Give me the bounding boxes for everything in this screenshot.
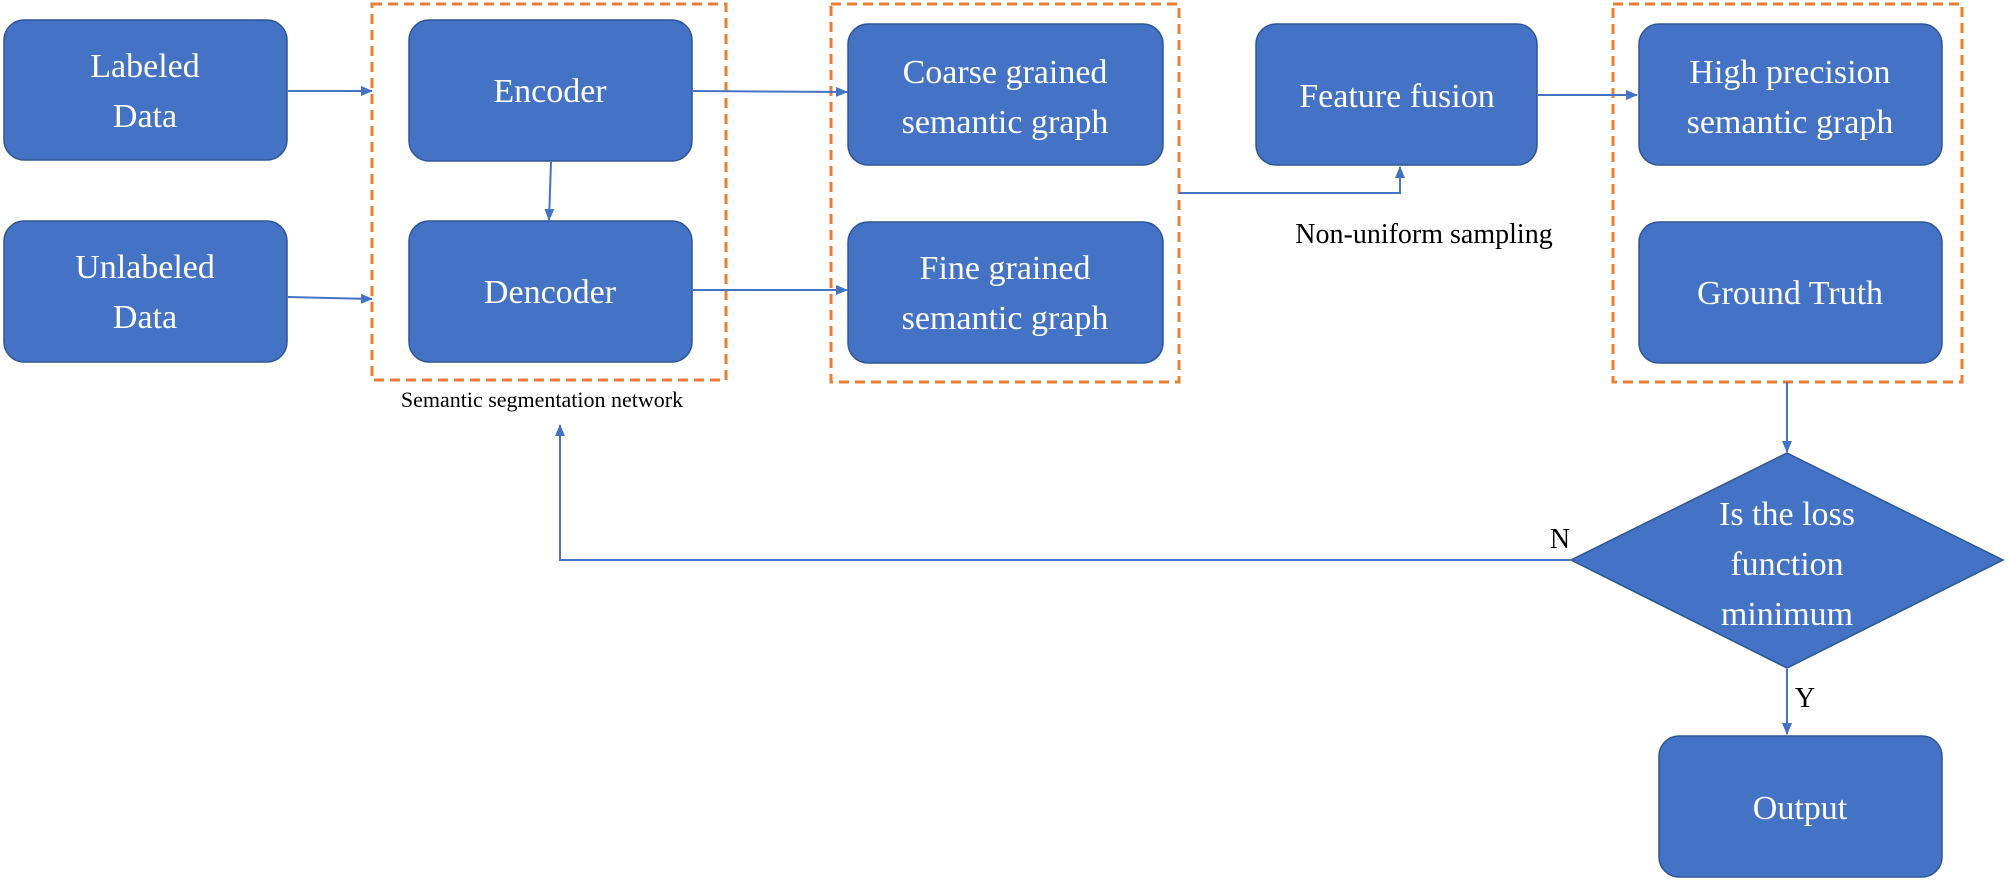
node-text-line: Coarse grained bbox=[903, 54, 1108, 91]
node-text-line: semantic graph bbox=[1687, 104, 1894, 141]
node-text-line: Fine grained bbox=[920, 250, 1091, 287]
node-text-line: Data bbox=[113, 98, 177, 135]
coarse-graph-text: Coarse grained semantic graph bbox=[902, 54, 1109, 141]
coarse-graph-node: Coarse grained semantic graph bbox=[847, 23, 1164, 166]
node-text-line: Labeled bbox=[90, 48, 200, 85]
loss-check-decision: Is the loss function minimum bbox=[1569, 452, 2005, 669]
node-text-line: semantic graph bbox=[902, 104, 1109, 141]
output-text: Output bbox=[1753, 790, 1848, 827]
decoder-node: Dencoder bbox=[408, 220, 693, 363]
fine-graph-node: Fine grained semantic graph bbox=[847, 221, 1164, 364]
network-caption: Semantic segmentation network bbox=[401, 387, 683, 412]
node-text-line: Ground Truth bbox=[1697, 275, 1883, 312]
node-text-line: Is the loss bbox=[1719, 496, 1855, 533]
ground-truth-text: Ground Truth bbox=[1697, 275, 1883, 312]
node-text-line: minimum bbox=[1721, 596, 1853, 633]
sampling-caption: Non-uniform sampling bbox=[1295, 219, 1552, 250]
yes-branch-label: Y bbox=[1795, 683, 1815, 714]
edge-sampling-to-fusion bbox=[1179, 166, 1405, 194]
edge-no-back-to-network bbox=[555, 424, 1570, 561]
node-text-line: semantic graph bbox=[902, 300, 1109, 337]
edge-encoder-to-coarse bbox=[692, 86, 848, 97]
node-text-line: function bbox=[1730, 546, 1843, 583]
encoder-node: Encoder bbox=[408, 19, 693, 162]
feature-fusion-node: Feature fusion bbox=[1255, 23, 1538, 166]
semantic-network-group bbox=[370, 2, 728, 382]
ground-truth-node: Ground Truth bbox=[1638, 221, 1943, 364]
encoder-text: Encoder bbox=[493, 73, 607, 110]
output-node: Output bbox=[1658, 735, 1943, 878]
high-precision-graph-node: High precision semantic graph bbox=[1638, 23, 1943, 166]
node-text-line: Output bbox=[1753, 790, 1848, 827]
node-text-line: Feature fusion bbox=[1299, 78, 1494, 115]
node-text-line: Unlabeled bbox=[75, 249, 215, 286]
node-text-line: Encoder bbox=[493, 73, 607, 110]
high-precision-graph-text: High precision semantic graph bbox=[1687, 54, 1894, 141]
edge-encoder-to-decoder bbox=[544, 161, 555, 221]
loss-check-text: Is the loss function minimum bbox=[1719, 496, 1855, 633]
fine-graph-text: Fine grained semantic graph bbox=[902, 250, 1109, 337]
node-text-line: High precision bbox=[1689, 54, 1890, 91]
node-text-line: Data bbox=[113, 299, 177, 336]
node-text-line: Dencoder bbox=[484, 274, 617, 311]
decoder-text: Dencoder bbox=[484, 274, 617, 311]
feature-fusion-text: Feature fusion bbox=[1299, 78, 1494, 115]
no-branch-label: N bbox=[1550, 524, 1570, 555]
edge-unlabeled-to-network bbox=[287, 293, 373, 304]
